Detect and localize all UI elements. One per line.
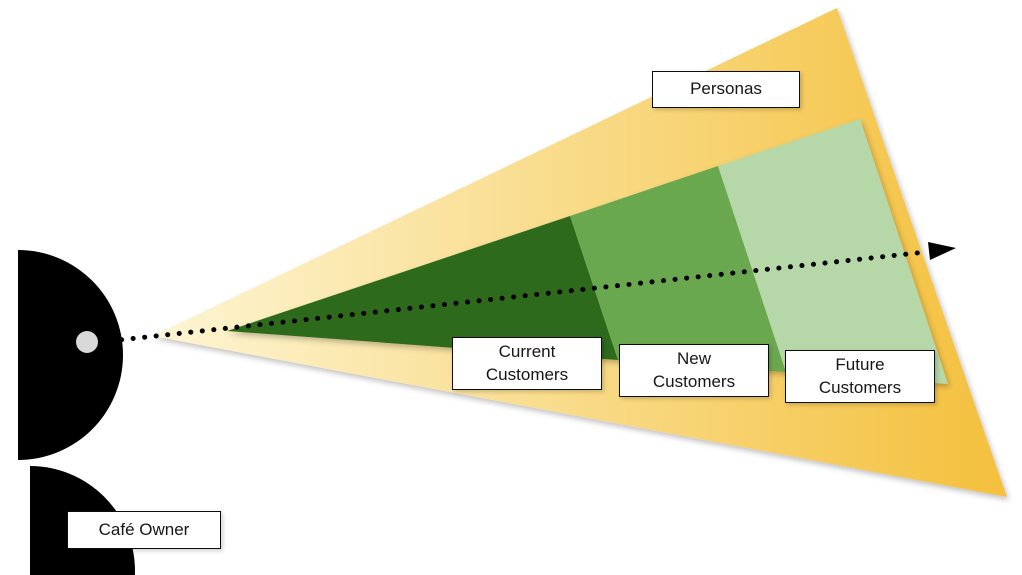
silhouette-eye [76,331,98,353]
cafe-owner-silhouette [18,250,123,460]
cafe-owner-label: Café Owner [67,511,221,549]
cafe-owner-label-text: Café Owner [98,519,190,539]
segment-current-customers [227,216,618,360]
arrow-head-icon [928,242,956,260]
current-customers-label: Current Customers [452,337,602,390]
sight-dotted-line [107,249,929,344]
segment-future-customers [718,119,948,384]
segment-new-customers [570,166,786,372]
current-customers-label-text: Current Customers [485,342,569,384]
future-customers-label-text: Future Customers [818,355,902,397]
future-customers-label: Future Customers [785,350,935,403]
personas-label: Personas [652,71,800,108]
new-customers-label-text: New Customers [652,349,736,391]
audience-cone [227,119,948,384]
new-customers-label: New Customers [619,344,769,397]
personas-label-text: Personas [690,79,762,99]
